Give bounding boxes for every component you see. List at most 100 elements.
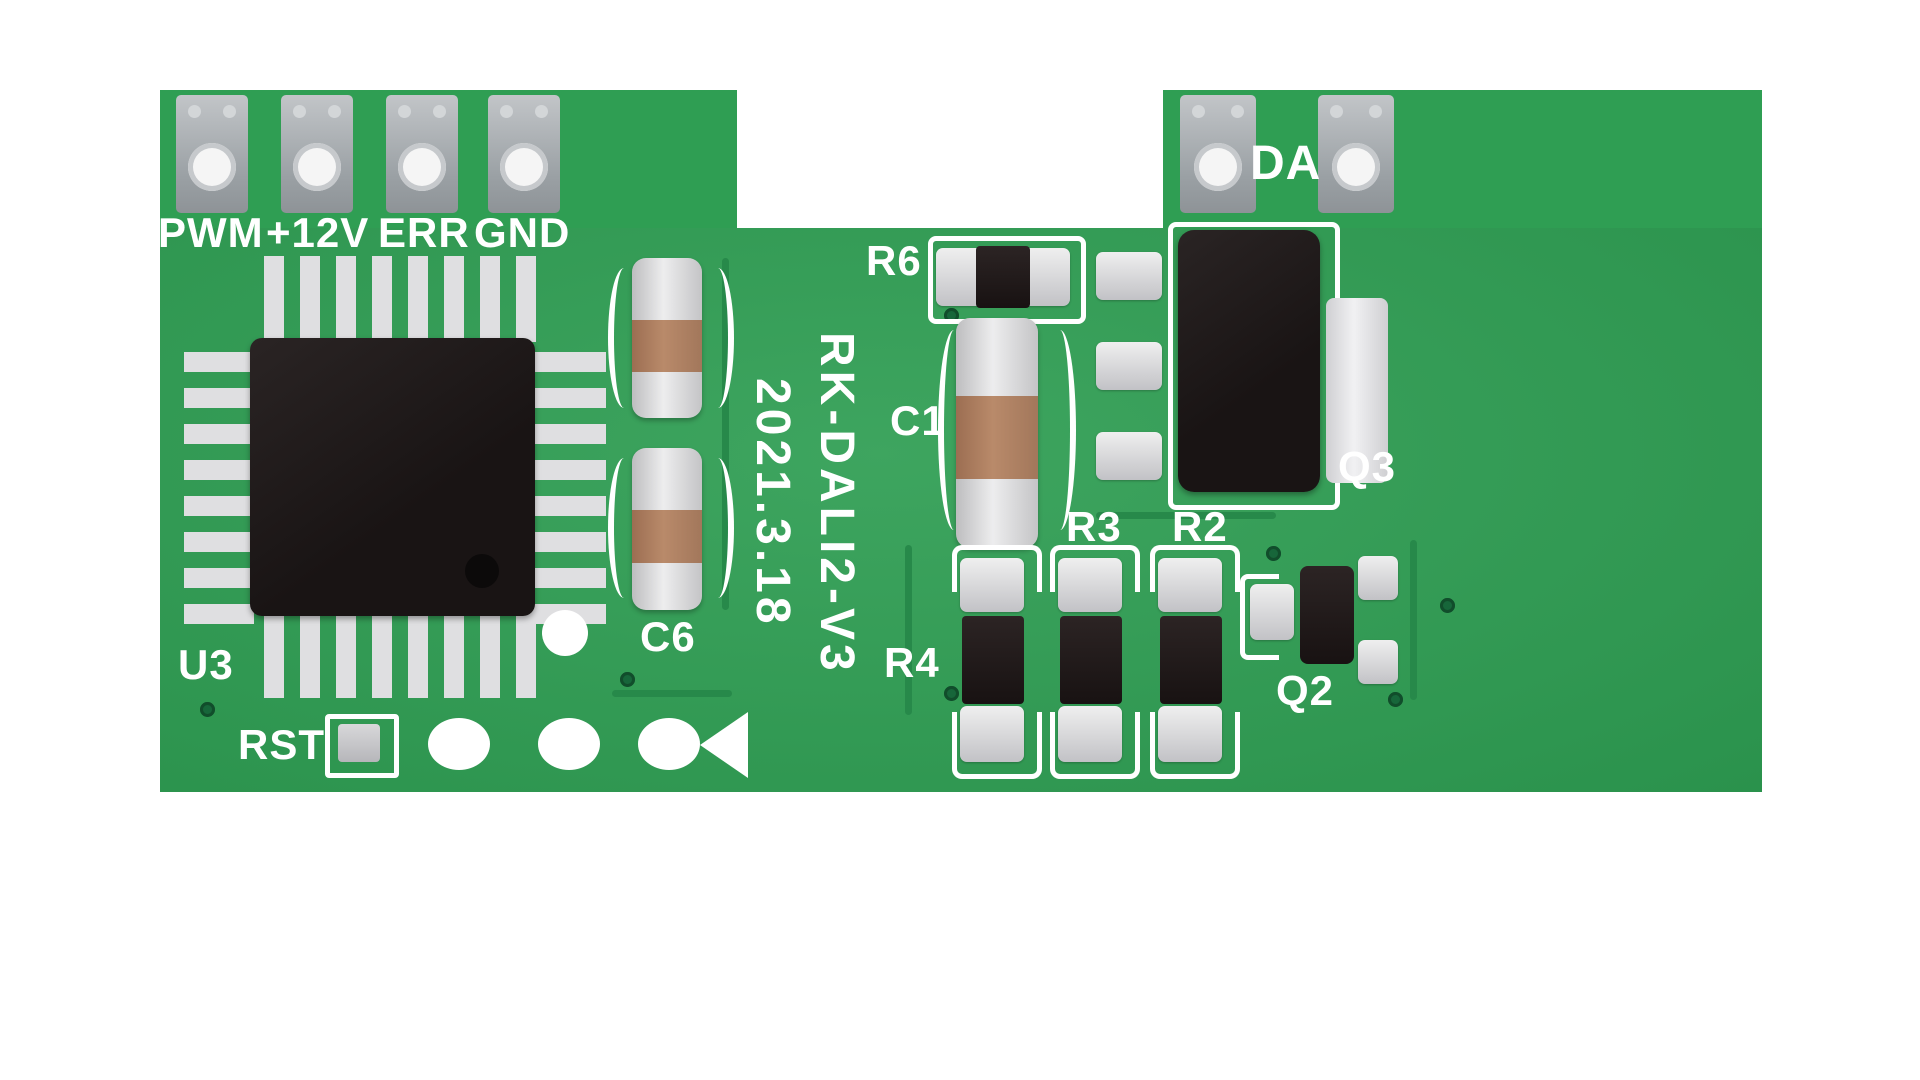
via <box>944 686 959 701</box>
label-err: ERR <box>378 209 470 256</box>
connector-pwm <box>176 95 248 213</box>
cap-terminal <box>632 563 702 610</box>
test-pad <box>428 718 490 770</box>
trace <box>1410 540 1417 700</box>
r6-resistor-body <box>976 246 1030 308</box>
connector-pin-icon <box>535 105 548 118</box>
label-c1: C1 <box>890 397 946 444</box>
r6-pad <box>1022 248 1070 306</box>
cap-body <box>956 396 1038 479</box>
connector-pin-icon <box>1192 105 1205 118</box>
connector-gnd <box>488 95 560 213</box>
r4-resistor-body <box>962 616 1024 704</box>
label-gnd: GND <box>474 209 571 256</box>
q3-body <box>1178 230 1320 492</box>
trace <box>612 690 732 697</box>
c6-silkscreen-arc <box>702 458 734 598</box>
cap-body <box>632 319 702 372</box>
label-u3: U3 <box>178 641 234 688</box>
via <box>1440 598 1455 613</box>
q2-pad <box>1250 584 1294 640</box>
resistor-pad <box>1058 706 1122 762</box>
label-c6: C6 <box>640 613 696 660</box>
connector-pin-icon <box>188 105 201 118</box>
pin1-marker-icon <box>465 554 499 588</box>
resistor-silkscreen <box>1150 545 1240 592</box>
label-da: DA <box>1250 137 1322 190</box>
resistor-silkscreen <box>1150 712 1240 779</box>
connector-pin-icon <box>500 105 513 118</box>
connector-err <box>386 95 458 213</box>
resistor-silkscreen <box>952 545 1042 592</box>
connector-da-2 <box>1318 95 1394 213</box>
label-r2: R2 <box>1172 503 1228 550</box>
label-rst: RST <box>238 721 325 768</box>
connector-da-1 <box>1180 95 1256 213</box>
test-pad <box>638 718 700 770</box>
u3-leads-left <box>184 352 254 624</box>
resistor-pad <box>1158 558 1222 612</box>
connector-pin-icon <box>1369 105 1382 118</box>
u3-leads-bottom <box>264 612 536 698</box>
c1-silkscreen-arc <box>1044 330 1076 530</box>
board-title: RK-DALI2-V3 <box>810 332 863 675</box>
connector-hole-icon <box>1194 143 1242 191</box>
connector-12v <box>281 95 353 213</box>
via <box>1388 692 1403 707</box>
trace <box>905 545 912 715</box>
rst-pad-silkscreen <box>325 714 399 778</box>
via <box>620 672 635 687</box>
cap-terminal <box>956 479 1038 548</box>
label-r6: R6 <box>866 237 922 284</box>
q2-pad <box>1358 556 1398 600</box>
resistor-pad <box>1158 706 1222 762</box>
connector-pin-icon <box>1231 105 1244 118</box>
connector-pin-icon <box>398 105 411 118</box>
connector-hole-icon <box>293 143 341 191</box>
u3-leads-top <box>264 256 536 342</box>
q2-pad <box>1358 640 1398 684</box>
resistor-pad <box>960 706 1024 762</box>
connector-hole-icon <box>188 143 236 191</box>
c6-capacitor-2 <box>632 448 702 610</box>
rst-pad <box>338 724 380 762</box>
label-r3: R3 <box>1066 503 1122 550</box>
q3-pad <box>1096 432 1162 480</box>
resistor-pad <box>1058 558 1122 612</box>
c6-capacitor-1 <box>632 258 702 418</box>
test-pad <box>538 718 600 770</box>
cap-terminal <box>632 258 702 320</box>
label-r4: R4 <box>884 639 940 686</box>
q2-body <box>1300 566 1354 664</box>
trace <box>1096 512 1276 519</box>
connector-pin-icon <box>328 105 341 118</box>
connector-pin-icon <box>293 105 306 118</box>
q3-pad <box>1096 342 1162 390</box>
q2-silkscreen <box>1240 574 1279 660</box>
c1-capacitor <box>956 318 1038 548</box>
cap-terminal <box>956 318 1038 397</box>
resistor-silkscreen <box>1050 545 1140 592</box>
connector-hole-icon <box>1332 143 1380 191</box>
mounting-hole-icon <box>542 610 588 656</box>
connector-pin-icon <box>1330 105 1343 118</box>
u3-leads-right <box>532 352 606 624</box>
label-q2: Q2 <box>1276 667 1335 714</box>
c6-silkscreen-arc <box>702 268 734 408</box>
label-12v: +12V <box>266 209 370 256</box>
label-pwm: PWM <box>158 209 264 256</box>
resistor-pad <box>960 558 1024 612</box>
u3-chip-body <box>250 338 535 616</box>
cap-terminal <box>632 371 702 418</box>
connector-hole-icon <box>500 143 548 191</box>
connector-pin-icon <box>223 105 236 118</box>
via <box>200 702 215 717</box>
r3-resistor-body <box>1060 616 1122 704</box>
polarity-arrow-icon <box>700 712 748 778</box>
r2-resistor-body <box>1160 616 1222 704</box>
c6-silkscreen-arc <box>608 268 640 408</box>
via <box>1266 546 1281 561</box>
c6-silkscreen-arc <box>608 458 640 598</box>
trace <box>722 258 729 610</box>
